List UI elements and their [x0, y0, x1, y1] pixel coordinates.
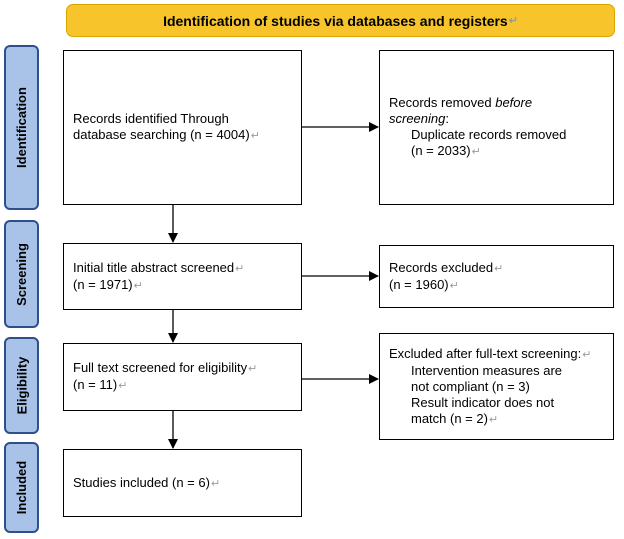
initial-screened-line2: (n = 1971)↵	[73, 276, 143, 292]
initial-screened-line1: Initial title abstract screened↵	[73, 259, 245, 275]
excluded-fulltext-box: Excluded after full-text screening:↵ Int…	[379, 333, 614, 440]
records-identified-line2: database searching (n = 4004)↵	[73, 127, 260, 142]
records-identified-line1: Records identified Through	[73, 111, 229, 126]
records-removed-line4: (n = 2033)↵	[411, 143, 481, 158]
studies-included-line1: Studies included (n = 6)↵	[73, 474, 221, 490]
initial-screened-box: Initial title abstract screened↵ (n = 19…	[63, 243, 302, 310]
excluded-fulltext-line4: Result indicator does not	[411, 394, 555, 410]
records-removed-line3: Duplicate records removed	[411, 127, 567, 142]
records-excluded-box: Records excluded↵ (n = 1960)↵	[379, 245, 614, 308]
banner-title-text: Identification of studies via databases …	[163, 12, 508, 29]
fulltext-screened-box: Full text screened for eligibility↵ (n =…	[63, 343, 302, 411]
records-removed-line1: Records removed before	[389, 95, 533, 110]
records-identified-box: Records identified Through database sear…	[63, 50, 302, 205]
excluded-fulltext-line3: not compliant (n = 3)	[411, 378, 530, 394]
fulltext-screened-line2: (n = 11)↵	[73, 377, 128, 392]
fulltext-screened-line1: Full text screened for eligibility↵	[73, 360, 258, 375]
banner-title: Identification of studies via databases …	[66, 4, 615, 37]
excluded-fulltext-line2: Intervention measures are	[411, 362, 563, 378]
stage-identification: Identification	[4, 45, 39, 210]
stage-included: Included	[4, 442, 39, 533]
records-removed-box: Records removed before screening: Duplic…	[379, 50, 614, 205]
records-removed-line2: screening:	[389, 111, 449, 126]
studies-included-box: Studies included (n = 6)↵	[63, 449, 302, 517]
records-excluded-line1: Records excluded↵	[389, 259, 504, 275]
excluded-fulltext-line1: Excluded after full-text screening:↵	[389, 345, 592, 361]
stage-screening: Screening	[4, 220, 39, 328]
excluded-fulltext-line5: match (n = 2)↵	[411, 410, 499, 426]
records-excluded-line2: (n = 1960)↵	[389, 276, 459, 292]
stage-eligibility: Eligibility	[4, 337, 39, 434]
